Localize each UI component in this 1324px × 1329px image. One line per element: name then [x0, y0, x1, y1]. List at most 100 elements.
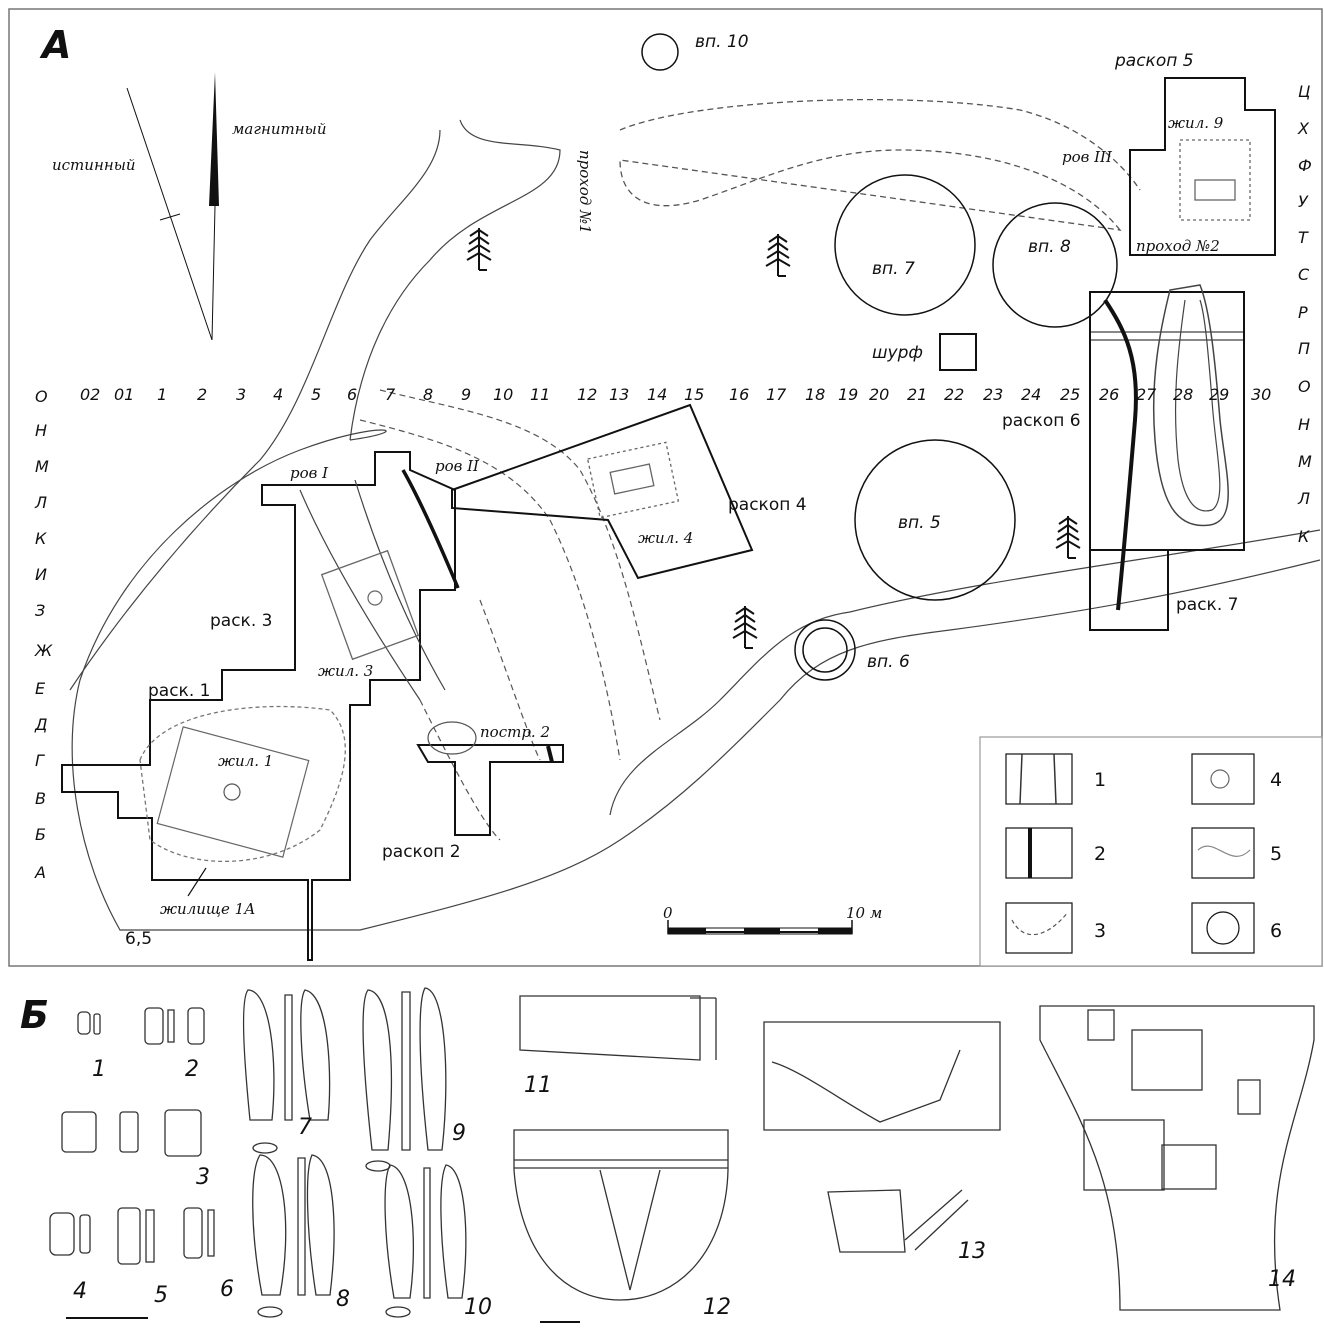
svg-text:25: 25 [1060, 385, 1080, 404]
svg-text:30: 30 [1251, 385, 1271, 404]
svg-text:Д: Д [34, 715, 48, 734]
svg-text:Н: Н [35, 421, 47, 440]
svg-text:К: К [35, 529, 47, 548]
excavation-7-outline [1089, 549, 1169, 631]
svg-text:Ф: Ф [1298, 156, 1312, 175]
svg-text:1: 1 [157, 385, 167, 404]
svg-text:13: 13 [609, 385, 629, 404]
excavation-2-outline [416, 744, 564, 836]
svg-text:13: 13 [958, 1239, 986, 1264]
depression-10-label: вп. 10 [695, 32, 749, 52]
excavation-1-label: раск. 1 [148, 681, 210, 701]
depression-6 [794, 619, 856, 681]
true-north-label: истинный [52, 156, 136, 174]
dwelling-4-outline [586, 441, 680, 519]
depression-7 [834, 174, 976, 316]
dwelling-9-outline [1179, 139, 1251, 221]
passage-2-label: проход №2 [1136, 237, 1220, 255]
ditch-2-label: ров II [435, 457, 480, 475]
row-labels-right: Ц Х Ф У Т С Р П О Н М Л К [1297, 82, 1312, 546]
excavation-6-label: раскоп 6 [1002, 411, 1081, 431]
svg-text:6: 6 [1270, 920, 1282, 942]
svg-text:9: 9 [452, 1121, 466, 1146]
svg-text:7: 7 [385, 385, 396, 404]
row-labels-left: О Н М Л К И З Ж Е Д Г В Б А [34, 387, 53, 882]
svg-text:2: 2 [185, 1057, 199, 1082]
svg-text:Е: Е [35, 679, 46, 698]
true-north-line [126, 87, 213, 341]
depression-10 [641, 33, 679, 71]
svg-text:19: 19 [838, 385, 858, 404]
passage-1-label: проход №1 [576, 150, 594, 234]
svg-text:Г: Г [35, 751, 45, 770]
panel-b-label: Б [20, 993, 49, 1037]
svg-text:М: М [35, 457, 49, 476]
svg-text:8: 8 [336, 1287, 350, 1312]
svg-text:18: 18 [805, 385, 825, 404]
svg-text:5: 5 [311, 385, 321, 404]
magnetic-needle [209, 72, 219, 206]
depression-5-label: вп. 5 [898, 513, 941, 533]
svg-text:У: У [1298, 192, 1309, 211]
svg-text:Б: Б [35, 825, 46, 844]
excavation-2-label: раскоп 2 [382, 842, 461, 862]
legend-swatch-3 [1005, 902, 1073, 954]
tree-icon [466, 227, 492, 271]
legend-swatch-6 [1191, 902, 1255, 954]
svg-text:15: 15 [684, 385, 704, 404]
svg-text:0: 0 [663, 904, 673, 922]
svg-text:12: 12 [577, 385, 597, 404]
svg-text:П: П [1298, 339, 1310, 358]
svg-text:12: 12 [703, 1295, 731, 1320]
svg-text:К: К [1298, 527, 1310, 546]
svg-text:Л: Л [34, 493, 47, 512]
svg-text:Р: Р [1298, 303, 1308, 322]
dwelling-1a-label: жилище 1А [160, 900, 256, 918]
svg-text:27: 27 [1136, 385, 1157, 404]
svg-text:1: 1 [92, 1057, 106, 1082]
legend-swatch-1 [1005, 753, 1073, 805]
excavation-5-outline [1129, 77, 1276, 256]
svg-text:8: 8 [423, 385, 433, 404]
svg-text:Ц: Ц [1298, 82, 1310, 101]
svg-text:2: 2 [1094, 843, 1106, 865]
svg-text:10: 10 [464, 1295, 492, 1320]
dwelling-1-label: жил. 1 [218, 752, 273, 770]
passage-1 [619, 98, 1141, 231]
svg-text:01: 01 [114, 385, 134, 404]
dwelling-9-label: жил. 9 [1168, 114, 1224, 132]
test-pit-label: шурф [872, 343, 923, 363]
contours [69, 119, 1321, 931]
depression-8 [992, 202, 1118, 328]
dwelling-3-label: жил. 3 [318, 662, 373, 680]
svg-text:Т: Т [1298, 228, 1309, 247]
svg-text:И: И [35, 565, 47, 584]
ditch-black-east [1103, 298, 1138, 611]
artifact-numbers: 1 2 3 4 5 6 7 8 9 10 11 12 13 14 [73, 1057, 1296, 1320]
svg-text:10: 10 [493, 385, 513, 404]
svg-text:7: 7 [298, 1115, 312, 1140]
elevation-label: 6,5 [125, 929, 152, 949]
svg-text:02: 02 [80, 385, 100, 404]
svg-text:З: З [35, 601, 45, 620]
svg-text:21: 21 [907, 385, 927, 404]
svg-text:4: 4 [1270, 769, 1282, 791]
svg-text:23: 23 [983, 385, 1003, 404]
depression-7-label: вп. 7 [872, 259, 915, 279]
svg-text:О: О [1298, 377, 1311, 396]
compass: истинный магнитный [52, 72, 326, 341]
svg-text:4: 4 [273, 385, 283, 404]
svg-text:14: 14 [1268, 1267, 1296, 1292]
svg-text:17: 17 [766, 385, 787, 404]
legend-swatch-4 [1191, 753, 1255, 805]
legend-swatch-2 [1005, 827, 1073, 879]
svg-text:3: 3 [236, 385, 246, 404]
svg-text:О: О [35, 387, 48, 406]
svg-text:Л: Л [1297, 489, 1310, 508]
tree-icon [765, 233, 791, 277]
svg-text:5: 5 [154, 1283, 168, 1308]
ditch-black-west [401, 469, 460, 589]
svg-text:14: 14 [647, 385, 667, 404]
svg-text:6: 6 [220, 1277, 234, 1302]
